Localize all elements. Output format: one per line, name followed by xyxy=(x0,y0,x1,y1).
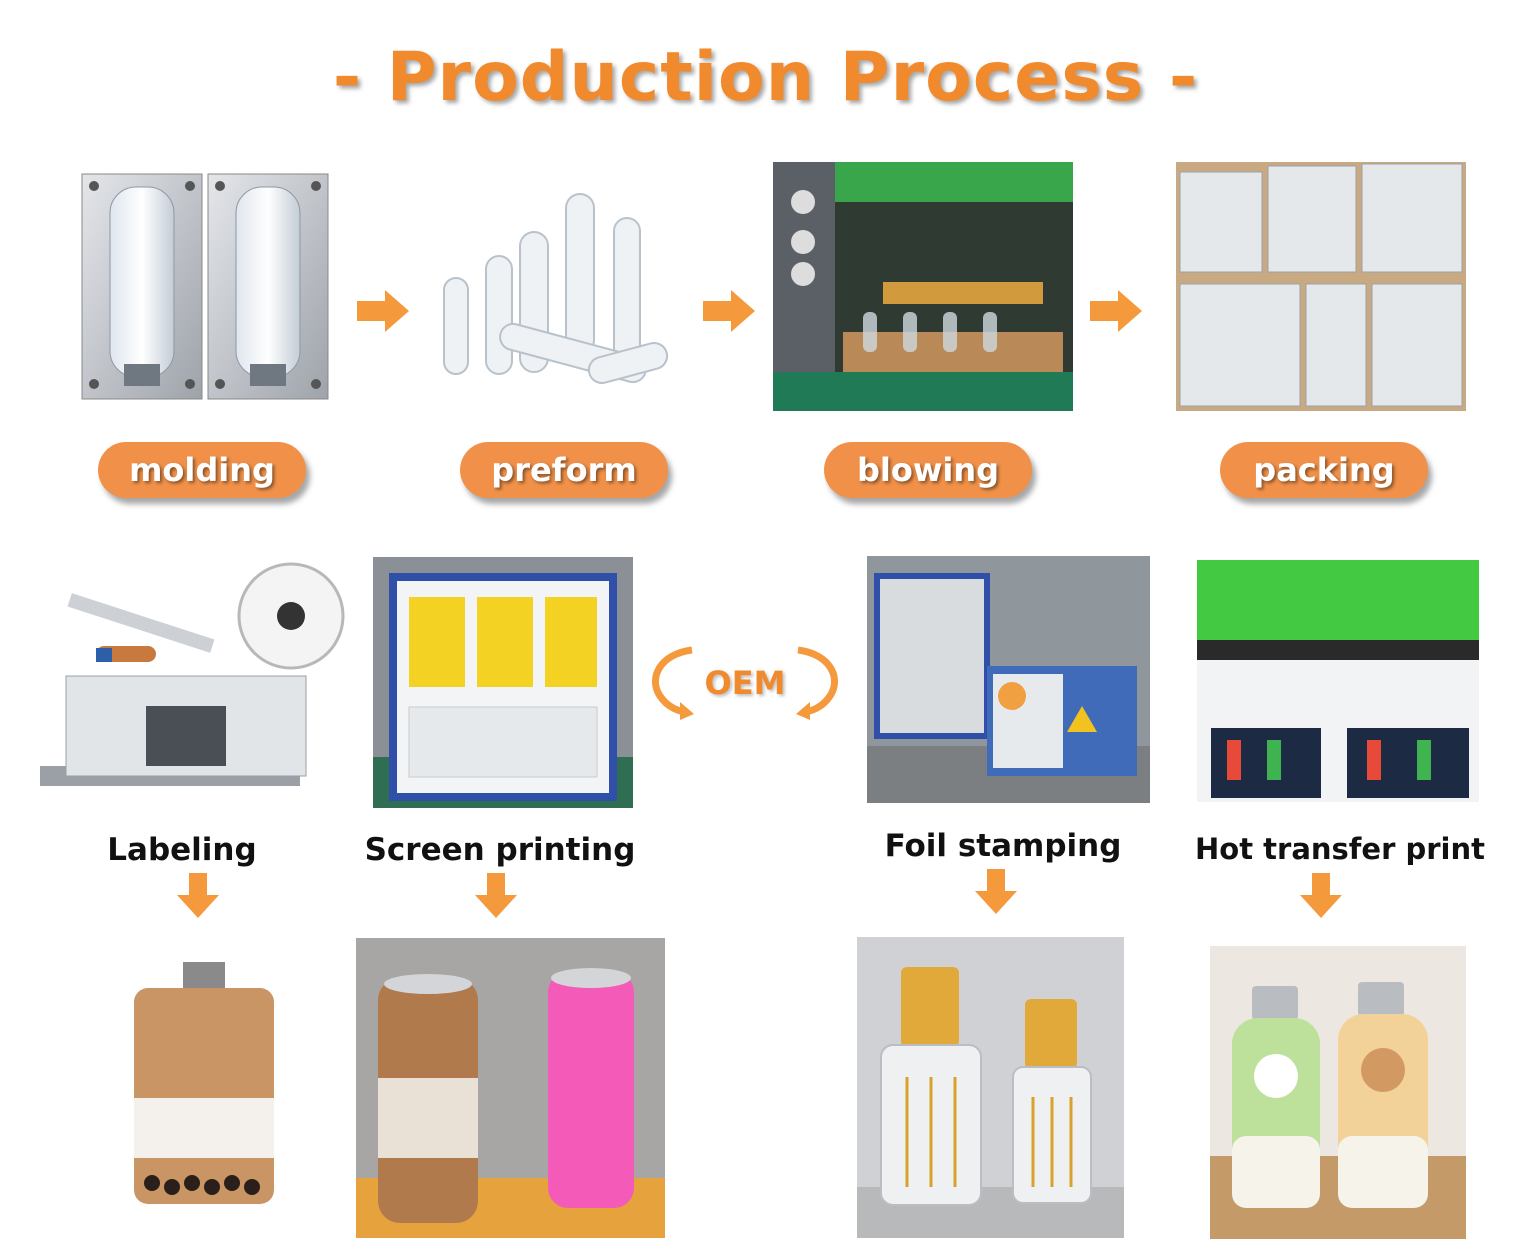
oem-label: OEM xyxy=(704,664,786,702)
screen-printing-machine-image xyxy=(373,557,633,808)
screen-printed-cans-image xyxy=(356,938,665,1238)
arrow-right-icon xyxy=(1090,290,1142,332)
screen-printing-label: Screen printing xyxy=(364,832,636,868)
hot-transfer-bottles-image xyxy=(1210,946,1466,1239)
cycle-arrows-icon xyxy=(652,646,838,720)
foil-stamping-label: Foil stamping xyxy=(884,828,1122,864)
step-blowing-pill: blowing xyxy=(824,442,1032,498)
preform-image xyxy=(438,190,678,400)
hot-transfer-machine-image xyxy=(1197,560,1479,802)
blowing-image xyxy=(773,162,1073,411)
packing-image xyxy=(1176,162,1466,411)
arrow-right-icon xyxy=(357,290,409,332)
labeling-machine-image xyxy=(36,556,346,800)
arrow-down-icon xyxy=(1300,873,1342,918)
oem-cycle: OEM xyxy=(648,644,842,720)
arrow-down-icon xyxy=(475,873,517,918)
step-molding-pill: molding xyxy=(98,442,306,498)
foil-stamping-machine-image xyxy=(867,556,1150,803)
labeled-bottle-image xyxy=(128,958,280,1208)
step-preform-pill: preform xyxy=(460,442,668,498)
page-title: - Production Process - xyxy=(332,38,1199,117)
labeling-label: Labeling xyxy=(107,832,257,868)
arrow-right-icon xyxy=(703,290,755,332)
arrow-down-icon xyxy=(177,873,219,918)
molding-image xyxy=(80,172,330,404)
foil-stamped-bottles-image xyxy=(857,937,1124,1238)
arrow-down-icon xyxy=(975,869,1017,914)
step-packing-pill: packing xyxy=(1220,442,1428,498)
hot-transfer-print-label: Hot transfer print xyxy=(1195,832,1485,866)
